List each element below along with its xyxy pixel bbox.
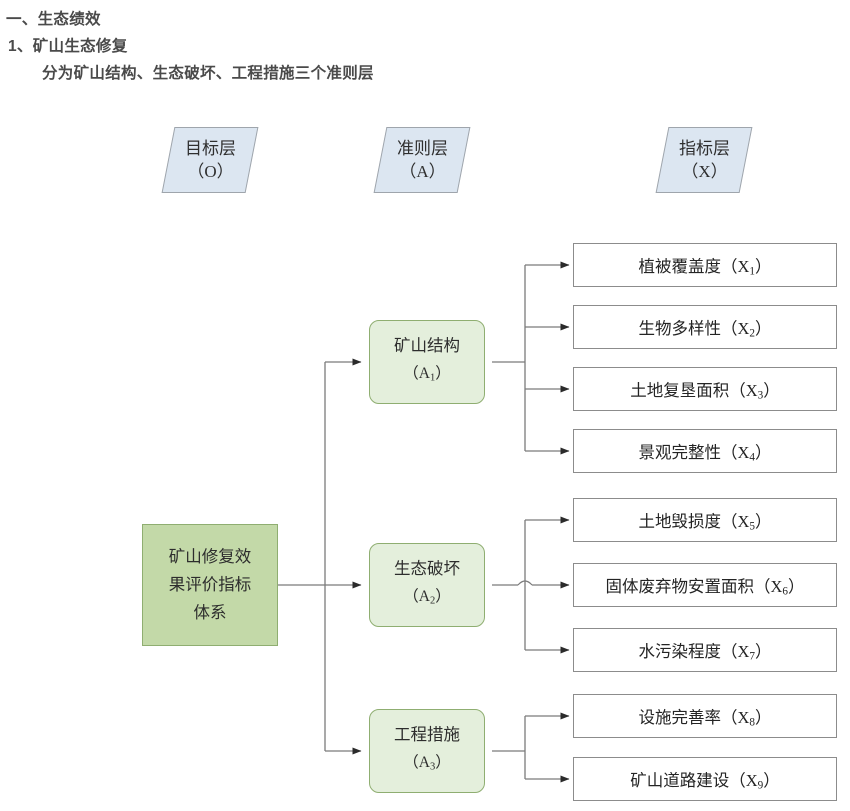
- layer-header-goal: 目标层 （O）: [161, 127, 259, 193]
- indicator-node-X9[interactable]: 矿山道路建设（X9）: [573, 757, 837, 801]
- criterion-node-A1-code: （A1）: [403, 365, 451, 384]
- indicator-node-X6-text: 固体废弃物安置面积（X6）: [605, 576, 805, 598]
- indicator-node-X9-text: 矿山道路建设（X9）: [630, 770, 780, 792]
- indicator-node-X8[interactable]: 设施完善率（X8）: [573, 694, 837, 738]
- heading-description: 分为矿山结构、生态破坏、工程措施三个准则层: [42, 65, 374, 82]
- heading-block: 一、生态绩效 1、矿山生态修复 分为矿山结构、生态破坏、工程措施三个准则层: [0, 0, 850, 87]
- layer-header-goal-label: 目标层 （O）: [184, 139, 236, 181]
- goal-node-O[interactable]: 矿山修复效 果评价指标 体系: [142, 524, 278, 646]
- criterion-node-A2[interactable]: 生态破坏 （A2）: [369, 543, 485, 627]
- criterion-node-A3[interactable]: 工程措施 （A3）: [369, 709, 485, 793]
- criterion-node-A1-text: 矿山结构 （A1）: [394, 332, 460, 391]
- heading-subsection-title: 1、矿山生态修复: [8, 38, 128, 55]
- criterion-node-A1[interactable]: 矿山结构 （A1）: [369, 320, 485, 404]
- indicator-node-X1[interactable]: 植被覆盖度（X1）: [573, 243, 837, 287]
- layer-header-criterion: 准则层 （A）: [373, 127, 471, 193]
- criterion-node-A2-name: 生态破坏: [394, 559, 460, 579]
- criterion-node-A3-name: 工程措施: [394, 725, 460, 745]
- indicator-node-X1-text: 植被覆盖度（X1）: [638, 256, 772, 278]
- criterion-node-A2-code: （A2）: [403, 588, 451, 607]
- indicator-node-X7-text: 水污染程度（X7）: [638, 641, 772, 663]
- heading-section-title: 一、生态绩效: [6, 11, 101, 28]
- criterion-node-A3-text: 工程措施 （A3）: [394, 721, 460, 780]
- layer-header-indicator-label: 指标层 （X）: [678, 139, 730, 181]
- indicator-node-X5[interactable]: 土地毁损度（X5）: [573, 498, 837, 542]
- indicator-node-X3[interactable]: 土地复垦面积（X3）: [573, 367, 837, 411]
- indicator-node-X3-text: 土地复垦面积（X3）: [630, 380, 780, 402]
- goal-node-label: 矿山修复效 果评价指标 体系: [168, 547, 252, 622]
- indicator-node-X7[interactable]: 水污染程度（X7）: [573, 628, 837, 672]
- indicator-node-X4[interactable]: 景观完整性（X4）: [573, 429, 837, 473]
- indicator-node-X8-text: 设施完善率（X8）: [638, 707, 772, 729]
- layer-header-indicator: 指标层 （X）: [655, 127, 753, 193]
- indicator-node-X2-text: 生物多样性（X2）: [638, 318, 772, 340]
- indicator-node-X2[interactable]: 生物多样性（X2）: [573, 305, 837, 349]
- criterion-node-A3-code: （A3）: [403, 754, 451, 773]
- indicator-node-X6[interactable]: 固体废弃物安置面积（X6）: [573, 563, 837, 607]
- criterion-node-A1-name: 矿山结构: [394, 336, 460, 356]
- indicator-node-X4-text: 景观完整性（X4）: [638, 442, 772, 464]
- criterion-node-A2-text: 生态破坏 （A2）: [394, 555, 460, 614]
- edge-A2-line-hop: [517, 580, 533, 586]
- indicator-node-X5-text: 土地毁损度（X5）: [638, 511, 772, 533]
- layer-header-criterion-label: 准则层 （A）: [396, 139, 448, 181]
